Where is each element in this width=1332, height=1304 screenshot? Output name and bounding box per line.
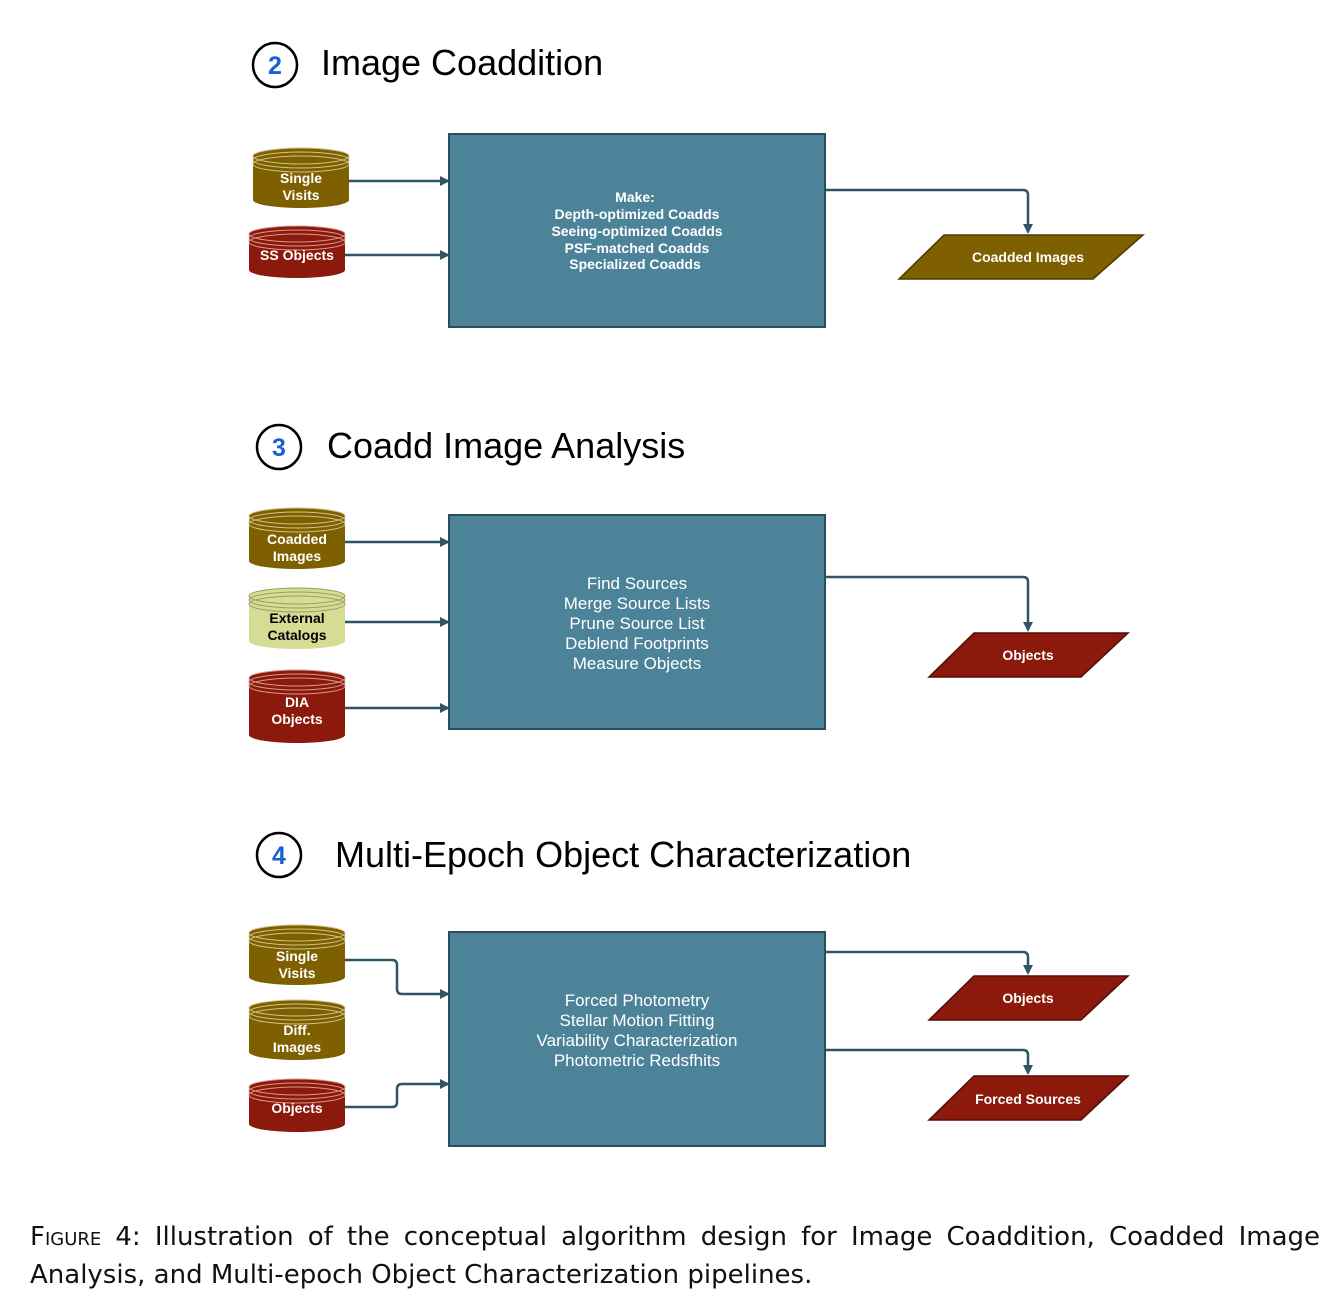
section-title: Multi-Epoch Object Characterization bbox=[335, 834, 911, 875]
process-box bbox=[448, 133, 826, 328]
input-cylinder-single-visits: Single Visits bbox=[248, 924, 346, 985]
output-objects bbox=[927, 975, 1130, 1021]
process-line: Seeing-optimized Coadds bbox=[551, 223, 722, 239]
process-box bbox=[448, 514, 826, 730]
pipeline-diagram: 2 Image Coaddition Single Visits SS Obje… bbox=[248, 41, 1145, 1147]
process-line: Photometric Redsfhits bbox=[554, 1051, 720, 1070]
cylinder-label: SS Objects bbox=[260, 247, 334, 263]
cylinder-label: Diff. bbox=[283, 1022, 310, 1038]
cylinder-label: Visits bbox=[282, 187, 319, 203]
section-title: Image Coaddition bbox=[321, 42, 603, 83]
output-objects bbox=[927, 632, 1130, 678]
output-forced-sources bbox=[927, 1075, 1130, 1121]
cylinder-label: Coadded bbox=[267, 531, 327, 547]
cylinder-label: External bbox=[269, 610, 324, 626]
process-line: Forced Photometry bbox=[565, 991, 710, 1010]
input-cylinder-dia-objects: DIA Objects bbox=[248, 669, 346, 743]
caption-text: Illustration of the conceptual algorithm… bbox=[30, 1222, 1320, 1290]
process-line: Merge Source Lists bbox=[564, 594, 710, 613]
section-multi-epoch-characterization: 4 Multi-Epoch Object Characterization Si… bbox=[248, 831, 1130, 1147]
output-label: Objects bbox=[1002, 647, 1054, 663]
section-number-circle bbox=[251, 41, 299, 89]
section-coadd-image-analysis: 3 Coadd Image Analysis Coadded Images Ex… bbox=[248, 423, 1130, 743]
process-line: Stellar Motion Fitting bbox=[560, 1011, 715, 1030]
output-coadded-images bbox=[897, 234, 1145, 280]
cylinder-label: Catalogs bbox=[267, 627, 326, 643]
input-cylinder-ss-objects: SS Objects bbox=[248, 225, 346, 278]
process-line: Depth-optimized Coadds bbox=[555, 206, 720, 222]
figure-caption: Figure 4: Illustration of the conceptual… bbox=[30, 1218, 1320, 1294]
cylinder-label: Objects bbox=[271, 1100, 323, 1116]
input-cylinder-external-catalogs: External Catalogs bbox=[248, 587, 346, 649]
process-line: PSF-matched Coadds bbox=[565, 240, 710, 256]
output-label: Forced Sources bbox=[975, 1091, 1081, 1107]
section-number-circle bbox=[255, 423, 303, 471]
process-line: Prune Source List bbox=[569, 614, 704, 633]
cylinder-label: Images bbox=[273, 1039, 321, 1055]
cylinder-label: DIA bbox=[285, 694, 309, 710]
cylinder-label: Objects bbox=[271, 711, 323, 727]
input-cylinder-diff-images: Diff. Images bbox=[248, 999, 346, 1060]
input-cylinder-coadded-images: Coadded Images bbox=[248, 507, 346, 569]
output-label: Objects bbox=[1002, 990, 1054, 1006]
process-line: Make: bbox=[615, 189, 655, 205]
arrow-connector bbox=[825, 188, 1033, 234]
process-line: Specialized Coadds bbox=[569, 256, 701, 272]
output-label: Coadded Images bbox=[972, 249, 1084, 265]
process-line: Deblend Footprints bbox=[565, 634, 709, 653]
cylinder-label: Single bbox=[276, 948, 318, 964]
arrow-connector bbox=[825, 575, 1033, 632]
section-number-circle bbox=[255, 831, 303, 879]
cylinder-label: Images bbox=[273, 548, 321, 564]
process-line: Find Sources bbox=[587, 574, 687, 593]
arrow-connector bbox=[345, 1079, 450, 1109]
input-cylinder-single-visits: Single Visits bbox=[252, 147, 350, 208]
process-line: Measure Objects bbox=[573, 654, 702, 673]
arrow-connector bbox=[825, 1048, 1033, 1075]
cylinder-label: Single bbox=[280, 170, 322, 186]
section-number: 3 bbox=[272, 434, 286, 462]
arrow-connector bbox=[345, 958, 450, 999]
process-line: Variability Characterization bbox=[537, 1031, 738, 1050]
section-image-coaddition: 2 Image Coaddition Single Visits SS Obje… bbox=[248, 41, 1145, 328]
arrow-connector bbox=[825, 950, 1033, 975]
section-number: 2 bbox=[268, 52, 282, 80]
input-cylinder-objects: Objects bbox=[248, 1078, 346, 1132]
process-box bbox=[448, 931, 826, 1147]
figure-label: Figure 4: bbox=[30, 1222, 141, 1252]
section-number: 4 bbox=[272, 842, 286, 870]
cylinder-label: Visits bbox=[278, 965, 315, 981]
section-title: Coadd Image Analysis bbox=[327, 425, 685, 466]
